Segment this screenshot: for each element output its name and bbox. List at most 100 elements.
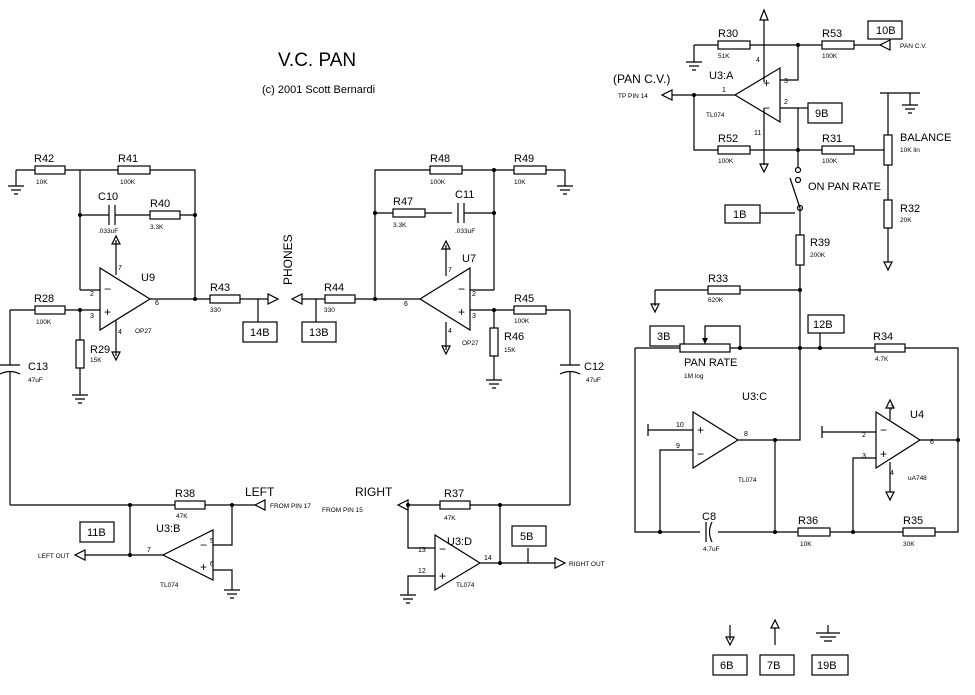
u3a-opamp xyxy=(733,66,781,124)
vplus-arrow-icon xyxy=(770,618,780,629)
balance-value: 10K lin xyxy=(900,147,920,154)
u7-opamp xyxy=(418,266,471,332)
u9-opamp xyxy=(99,266,152,332)
vminus-arrow-icon xyxy=(111,351,121,362)
svg-text:3: 3 xyxy=(784,78,788,85)
r35-value: 30K xyxy=(903,541,915,548)
r43-ref: R43 xyxy=(210,282,230,294)
r30-value: 51K xyxy=(718,53,730,60)
svg-text:+: + xyxy=(880,447,887,461)
r41-ref: R41 xyxy=(118,153,138,165)
svg-text:+: + xyxy=(200,560,207,574)
r53-value: 100K xyxy=(822,53,838,60)
r36-value: 10K xyxy=(800,541,812,548)
svg-text:5: 5 xyxy=(210,538,214,545)
left-label: LEFT xyxy=(245,485,275,499)
svg-text:6: 6 xyxy=(210,561,214,568)
r49-value: 10K xyxy=(514,179,526,186)
u3b-type: TL074 xyxy=(160,582,179,589)
r52-resistor xyxy=(717,145,751,155)
r28-ref: R28 xyxy=(34,293,54,305)
r33-resistor xyxy=(707,285,741,295)
r44-ref: R44 xyxy=(324,282,344,294)
u9-type: OP27 xyxy=(135,328,152,335)
r28-resistor xyxy=(34,305,66,315)
svg-text:6: 6 xyxy=(930,439,934,446)
pan-rate-label: PAN RATE xyxy=(684,357,737,369)
r40-value: 3.3K xyxy=(150,224,164,231)
balance-pot[interactable] xyxy=(883,134,893,166)
vplus-arrow-icon xyxy=(441,239,451,250)
r43-resistor xyxy=(209,294,241,304)
r29-resistor xyxy=(75,339,85,369)
c11-ref: C11 xyxy=(455,189,474,201)
svg-text:−: − xyxy=(458,282,465,296)
box-11b xyxy=(79,521,115,543)
r53-resistor xyxy=(821,40,855,50)
r37-value: 47K xyxy=(444,515,456,522)
r53-ref: R53 xyxy=(822,28,842,40)
r32-ref: R32 xyxy=(900,203,920,215)
svg-text:13: 13 xyxy=(418,547,426,554)
pan-cv-out-arrow-icon xyxy=(660,89,673,101)
box-7b xyxy=(759,654,795,676)
r48-ref: R48 xyxy=(430,153,450,165)
box-3b xyxy=(649,325,685,347)
u3a-type: TL074 xyxy=(706,112,725,119)
r34-ref: R34 xyxy=(873,331,893,343)
r46-value: 15K xyxy=(504,347,516,354)
r45-ref: R45 xyxy=(514,293,534,305)
on-pan-rate-switch[interactable] xyxy=(796,204,804,212)
svg-text:6: 6 xyxy=(155,300,159,307)
r39-resistor xyxy=(795,234,805,266)
left-out-label: LEFT OUT xyxy=(38,553,69,560)
u9-section: R42 10K R41 100K C10 .033uF R40 3.3K − +… xyxy=(0,153,280,505)
phones-out-right-arrow-icon xyxy=(290,293,303,305)
r37-resistor xyxy=(439,500,471,510)
r30-ref: R30 xyxy=(718,28,738,40)
pan-rate-value: 1M log xyxy=(684,373,704,380)
phones-label: PHONES xyxy=(281,234,295,285)
svg-text:4: 4 xyxy=(448,328,452,335)
vminus-arrow-icon xyxy=(725,636,735,647)
r37-ref: R37 xyxy=(444,488,464,500)
r38-resistor xyxy=(174,500,206,510)
r39-value: 200K xyxy=(810,252,826,259)
r47-ref: R47 xyxy=(393,196,413,208)
u3b-section: R38 47K LEFT FROM PIN 17 − + U3:B TL074 … xyxy=(10,485,311,599)
u7-type: OP27 xyxy=(462,340,479,347)
r29-ref: R29 xyxy=(90,344,110,356)
box-1b xyxy=(724,204,761,224)
right-label: RIGHT xyxy=(355,485,393,499)
vminus-arrow-icon xyxy=(885,491,895,502)
r42-resistor xyxy=(34,165,66,175)
c10-ref: C10 xyxy=(98,191,118,203)
r31-resistor xyxy=(821,145,855,155)
svg-text:3B: 3B xyxy=(657,331,670,343)
svg-text:3: 3 xyxy=(472,313,476,320)
svg-text:−: − xyxy=(697,447,704,461)
r30-resistor xyxy=(717,40,751,50)
r41-value: 100K xyxy=(120,179,136,186)
u7-section: R44 330 13B R48 100K R49 10K R47 3.3K C1… xyxy=(290,153,604,505)
r47-resistor xyxy=(392,208,426,218)
svg-text:3: 3 xyxy=(862,453,866,460)
r28-value: 100K xyxy=(36,319,52,326)
r45-resistor xyxy=(513,305,547,315)
r44-value: 330 xyxy=(324,307,335,314)
switch-contact xyxy=(794,176,802,184)
r49-ref: R49 xyxy=(514,153,534,165)
svg-text:7: 7 xyxy=(147,547,151,554)
svg-text:7: 7 xyxy=(448,267,452,274)
r40-resistor xyxy=(149,210,181,220)
r46-ref: R46 xyxy=(504,331,524,343)
box-13b xyxy=(301,321,337,343)
c8-value: 4.7uF xyxy=(703,546,720,553)
u4-opamp xyxy=(875,410,922,470)
pan-rate-pot[interactable] xyxy=(679,343,731,353)
on-pan-rate-label: ON PAN RATE xyxy=(808,181,881,193)
from-pin15-label: FROM PIN 15 xyxy=(322,507,363,514)
vplus-arrow-icon xyxy=(759,8,769,21)
svg-text:7B: 7B xyxy=(767,660,780,672)
r47-value: 3.3K xyxy=(393,222,407,229)
